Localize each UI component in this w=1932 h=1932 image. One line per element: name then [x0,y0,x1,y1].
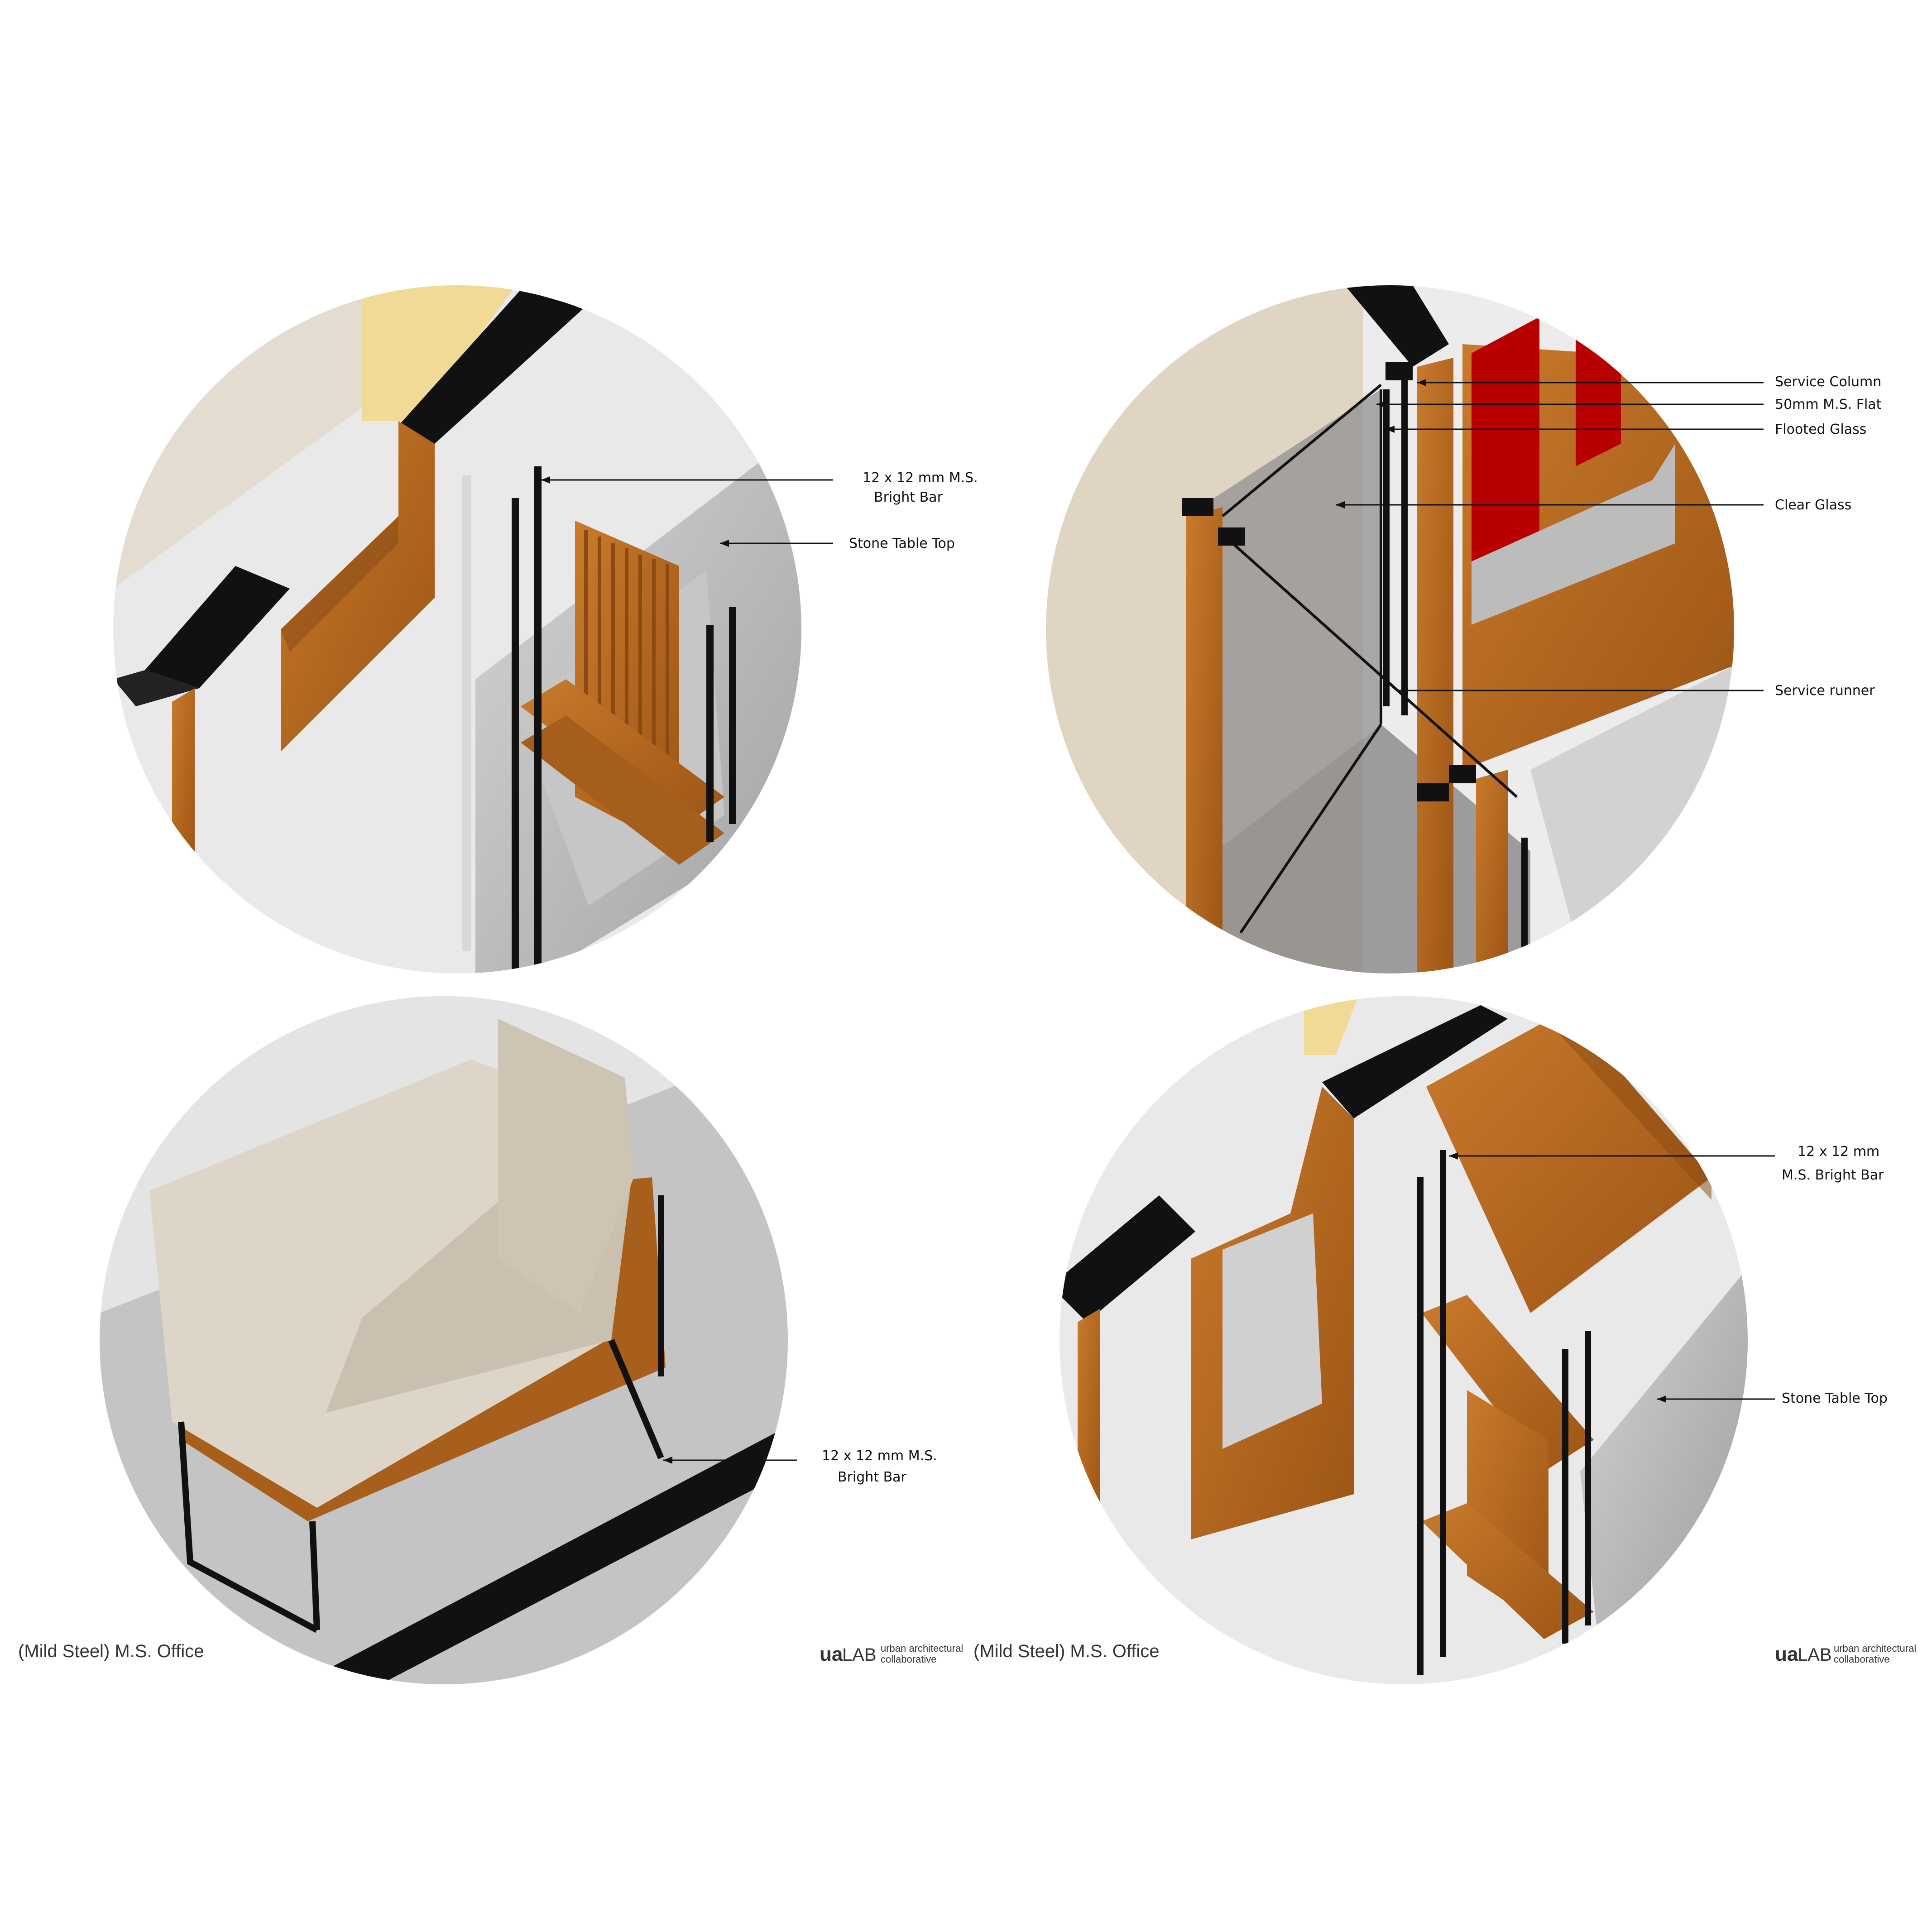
panel2-leaders [1336,382,1764,691]
brand-mark: ua [1775,1643,1798,1665]
annotation-bright-bar-line2: M.S. Bright Bar [1782,1167,1884,1183]
detail-circle-desk-partition [113,285,801,973]
annotation-bright-bar-line1: 12 x 12 mm M.S. [863,470,978,486]
panel4-arrows [1449,1152,1666,1403]
annotation-bright-bar-line2: Bright Bar [874,489,943,505]
caption-right: (Mild Steel) M.S. Office [973,1641,1159,1661]
annotation-flooted-glass: Flooted Glass [1775,422,1866,437]
panel1-leaders [541,479,833,544]
panel3-arrows [663,1457,672,1464]
brand-lab: LAB [1798,1645,1832,1665]
annotation-clear-glass: Clear Glass [1775,497,1851,513]
caption-left: (Mild Steel) M.S. Office [18,1641,204,1661]
detail-circle-glass-partition [1046,285,1734,973]
brand-logo-left: ua LAB urban architectural collaborative [820,1643,963,1665]
annotation-stone-table-top: Stone Table Top [849,536,955,551]
panel1-arrows [541,476,729,547]
brand-mark: ua [820,1643,843,1665]
annotation-stone-table-top: Stone Table Top [1782,1390,1888,1406]
panel4-leaders [1449,1155,1775,1400]
annotation-service-column: Service Column [1775,374,1881,390]
detail-circle-desk-detail [1059,996,1748,1684]
annotation-bright-bar-line1: 12 x 12 mm M.S. [822,1448,937,1464]
detail-circle-lounge-chair [100,996,788,1684]
brand-line1: urban architectural [881,1643,963,1654]
brand-lab: LAB [842,1645,877,1665]
panel2-arrows [1336,379,1426,694]
annotation-service-runner: Service runner [1775,683,1875,699]
brand-line1: urban architectural [1834,1643,1916,1654]
annotation-ms-flat: 50mm M.S. Flat [1775,397,1882,412]
annotation-bright-bar-line2: Bright Bar [838,1469,907,1485]
brand-line2: collaborative [1834,1654,1890,1665]
brand-logo-right: ua LAB urban architectural collaborative [1775,1643,1916,1665]
annotation-bright-bar-line1: 12 x 12 mm [1798,1144,1879,1160]
brand-line2: collaborative [881,1654,937,1665]
